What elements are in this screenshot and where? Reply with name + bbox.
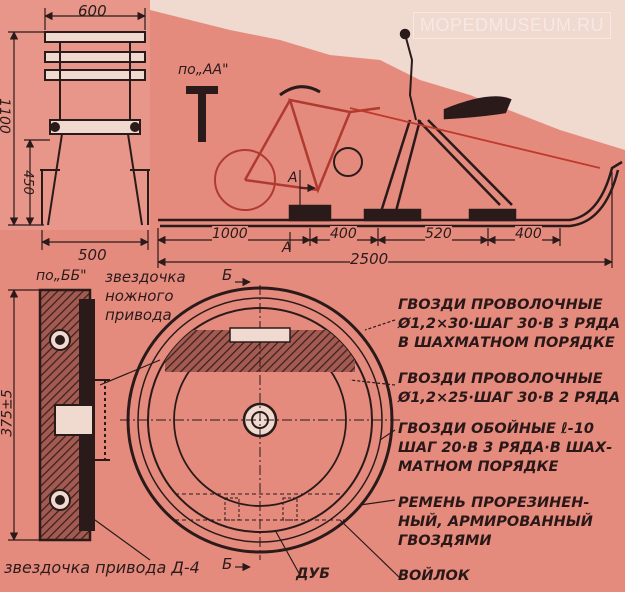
section-bb-label: по„ББ" xyxy=(36,268,87,284)
oak-label: ДУБ xyxy=(296,566,330,582)
dim-height-450: 450 xyxy=(19,170,35,195)
dim-520: 520 xyxy=(425,226,452,242)
note-2-line-2: Ø1,2×25·ШАГ 30·В 2 РЯДА xyxy=(398,390,621,406)
section-a-upper: А xyxy=(288,170,298,186)
dim-1000: 1000 xyxy=(212,226,248,242)
note-leaders xyxy=(94,277,401,579)
section-bb-wheel xyxy=(38,288,110,542)
note-1-line-3: В ШАХМАТНОМ ПОРЯДКЕ xyxy=(398,335,615,351)
section-aa-label: по„АА" xyxy=(178,62,229,78)
note-3-line-3: МАТНОМ ПОРЯДКЕ xyxy=(398,459,559,475)
front-view-dimensions xyxy=(8,8,149,250)
note-1-line-1: ГВОЗДИ ПРОВОЛОЧНЫЕ xyxy=(398,297,603,313)
dim-2500: 2500 xyxy=(350,250,389,268)
note-4-line-1: РЕМЕНЬ ПРОРЕЗИНЕН- xyxy=(398,495,590,511)
note-3-line-2: ШАГ 20·В 3 РЯДА·В ШАХ- xyxy=(398,440,613,456)
section-a-lower: А xyxy=(282,240,292,256)
dim-top-width: 600 xyxy=(78,2,107,20)
note-3-line-1: ГВОЗДИ ОБОЙНЫЕ ℓ-10 xyxy=(398,421,595,437)
dim-wheel-height: 375±5 xyxy=(0,389,16,437)
foot-sprocket-label-3: привода xyxy=(105,306,172,324)
section-b-lower: Б xyxy=(222,555,233,573)
section-bb-dimension xyxy=(8,289,40,541)
dim-400a: 400 xyxy=(330,226,357,242)
note-2-line-1: ГВОЗДИ ПРОВОЛОЧНЫЕ xyxy=(398,371,603,387)
drive-drum xyxy=(120,285,400,560)
drive-sprocket-label: звездочка привода Д-4 xyxy=(4,558,200,577)
side-view-sled xyxy=(158,28,623,228)
section-aa-profile xyxy=(186,86,218,142)
dim-base-500: 500 xyxy=(78,246,107,264)
foot-sprocket-label-1: звездочка xyxy=(105,268,186,286)
front-view-sled xyxy=(40,31,150,226)
note-4-line-3: ГВОЗДЯМИ xyxy=(398,533,492,549)
foot-sprocket-label-2: ножного xyxy=(105,287,174,305)
watermark: MOPEDMUSEUM.RU xyxy=(412,12,611,39)
section-b-upper: Б xyxy=(222,266,233,284)
note-1-line-2: Ø1,2×30·ШАГ 30·В 3 РЯДА xyxy=(398,316,621,332)
felt-label: ВОЙЛОК xyxy=(398,568,470,584)
dim-400b: 400 xyxy=(515,226,542,242)
dim-height-total: 1100 xyxy=(0,98,12,134)
note-4-line-2: НЫЙ, АРМИРОВАННЫЙ xyxy=(398,514,593,530)
salmon-background-top xyxy=(150,0,625,150)
